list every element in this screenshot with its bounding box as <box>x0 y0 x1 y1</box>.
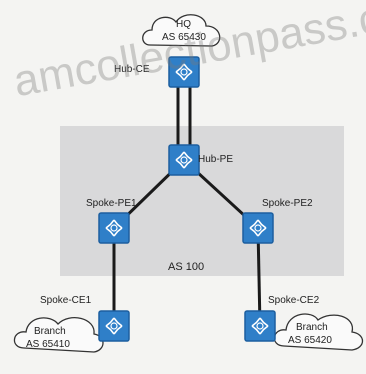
branch2-line1: Branch <box>296 322 328 333</box>
spoke-pe1-router-icon <box>98 212 130 244</box>
as100-region <box>60 126 344 276</box>
branch1-line1: Branch <box>34 326 66 337</box>
branch2-line2: AS 65420 <box>288 335 332 346</box>
spoke-ce2-label: Spoke-CE2 <box>268 295 320 306</box>
hub-pe-router-icon <box>168 144 200 176</box>
spoke-ce1-label: Spoke-CE1 <box>40 295 92 306</box>
link-spoke-pe2-spoke-ce2 <box>256 227 262 327</box>
cloud-branch1: Branch AS 65410 <box>13 317 104 353</box>
as100-label: AS 100 <box>168 261 204 273</box>
hq-line1: HQ <box>176 19 191 30</box>
cloud-icon <box>142 14 221 47</box>
hub-ce-label: Hub-CE <box>114 64 150 75</box>
hub-pe-label: Hub-PE <box>198 154 233 165</box>
spoke-pe2-label: Spoke-PE2 <box>262 198 313 209</box>
cloud-branch2: Branch AS 65420 <box>273 313 364 351</box>
hq-line2: AS 65430 <box>162 32 206 43</box>
spoke-pe1-label: Spoke-PE1 <box>86 198 137 209</box>
spoke-ce1-router-icon <box>98 310 130 342</box>
branch1-line2: AS 65410 <box>26 339 70 350</box>
cloud-hq: HQ AS 65430 <box>142 14 221 47</box>
routers <box>98 56 276 342</box>
cloud-icon <box>273 313 364 351</box>
hub-ce-router-icon <box>168 56 200 88</box>
spoke-pe2-router-icon <box>242 212 274 244</box>
spoke-ce2-router-icon <box>244 310 276 342</box>
